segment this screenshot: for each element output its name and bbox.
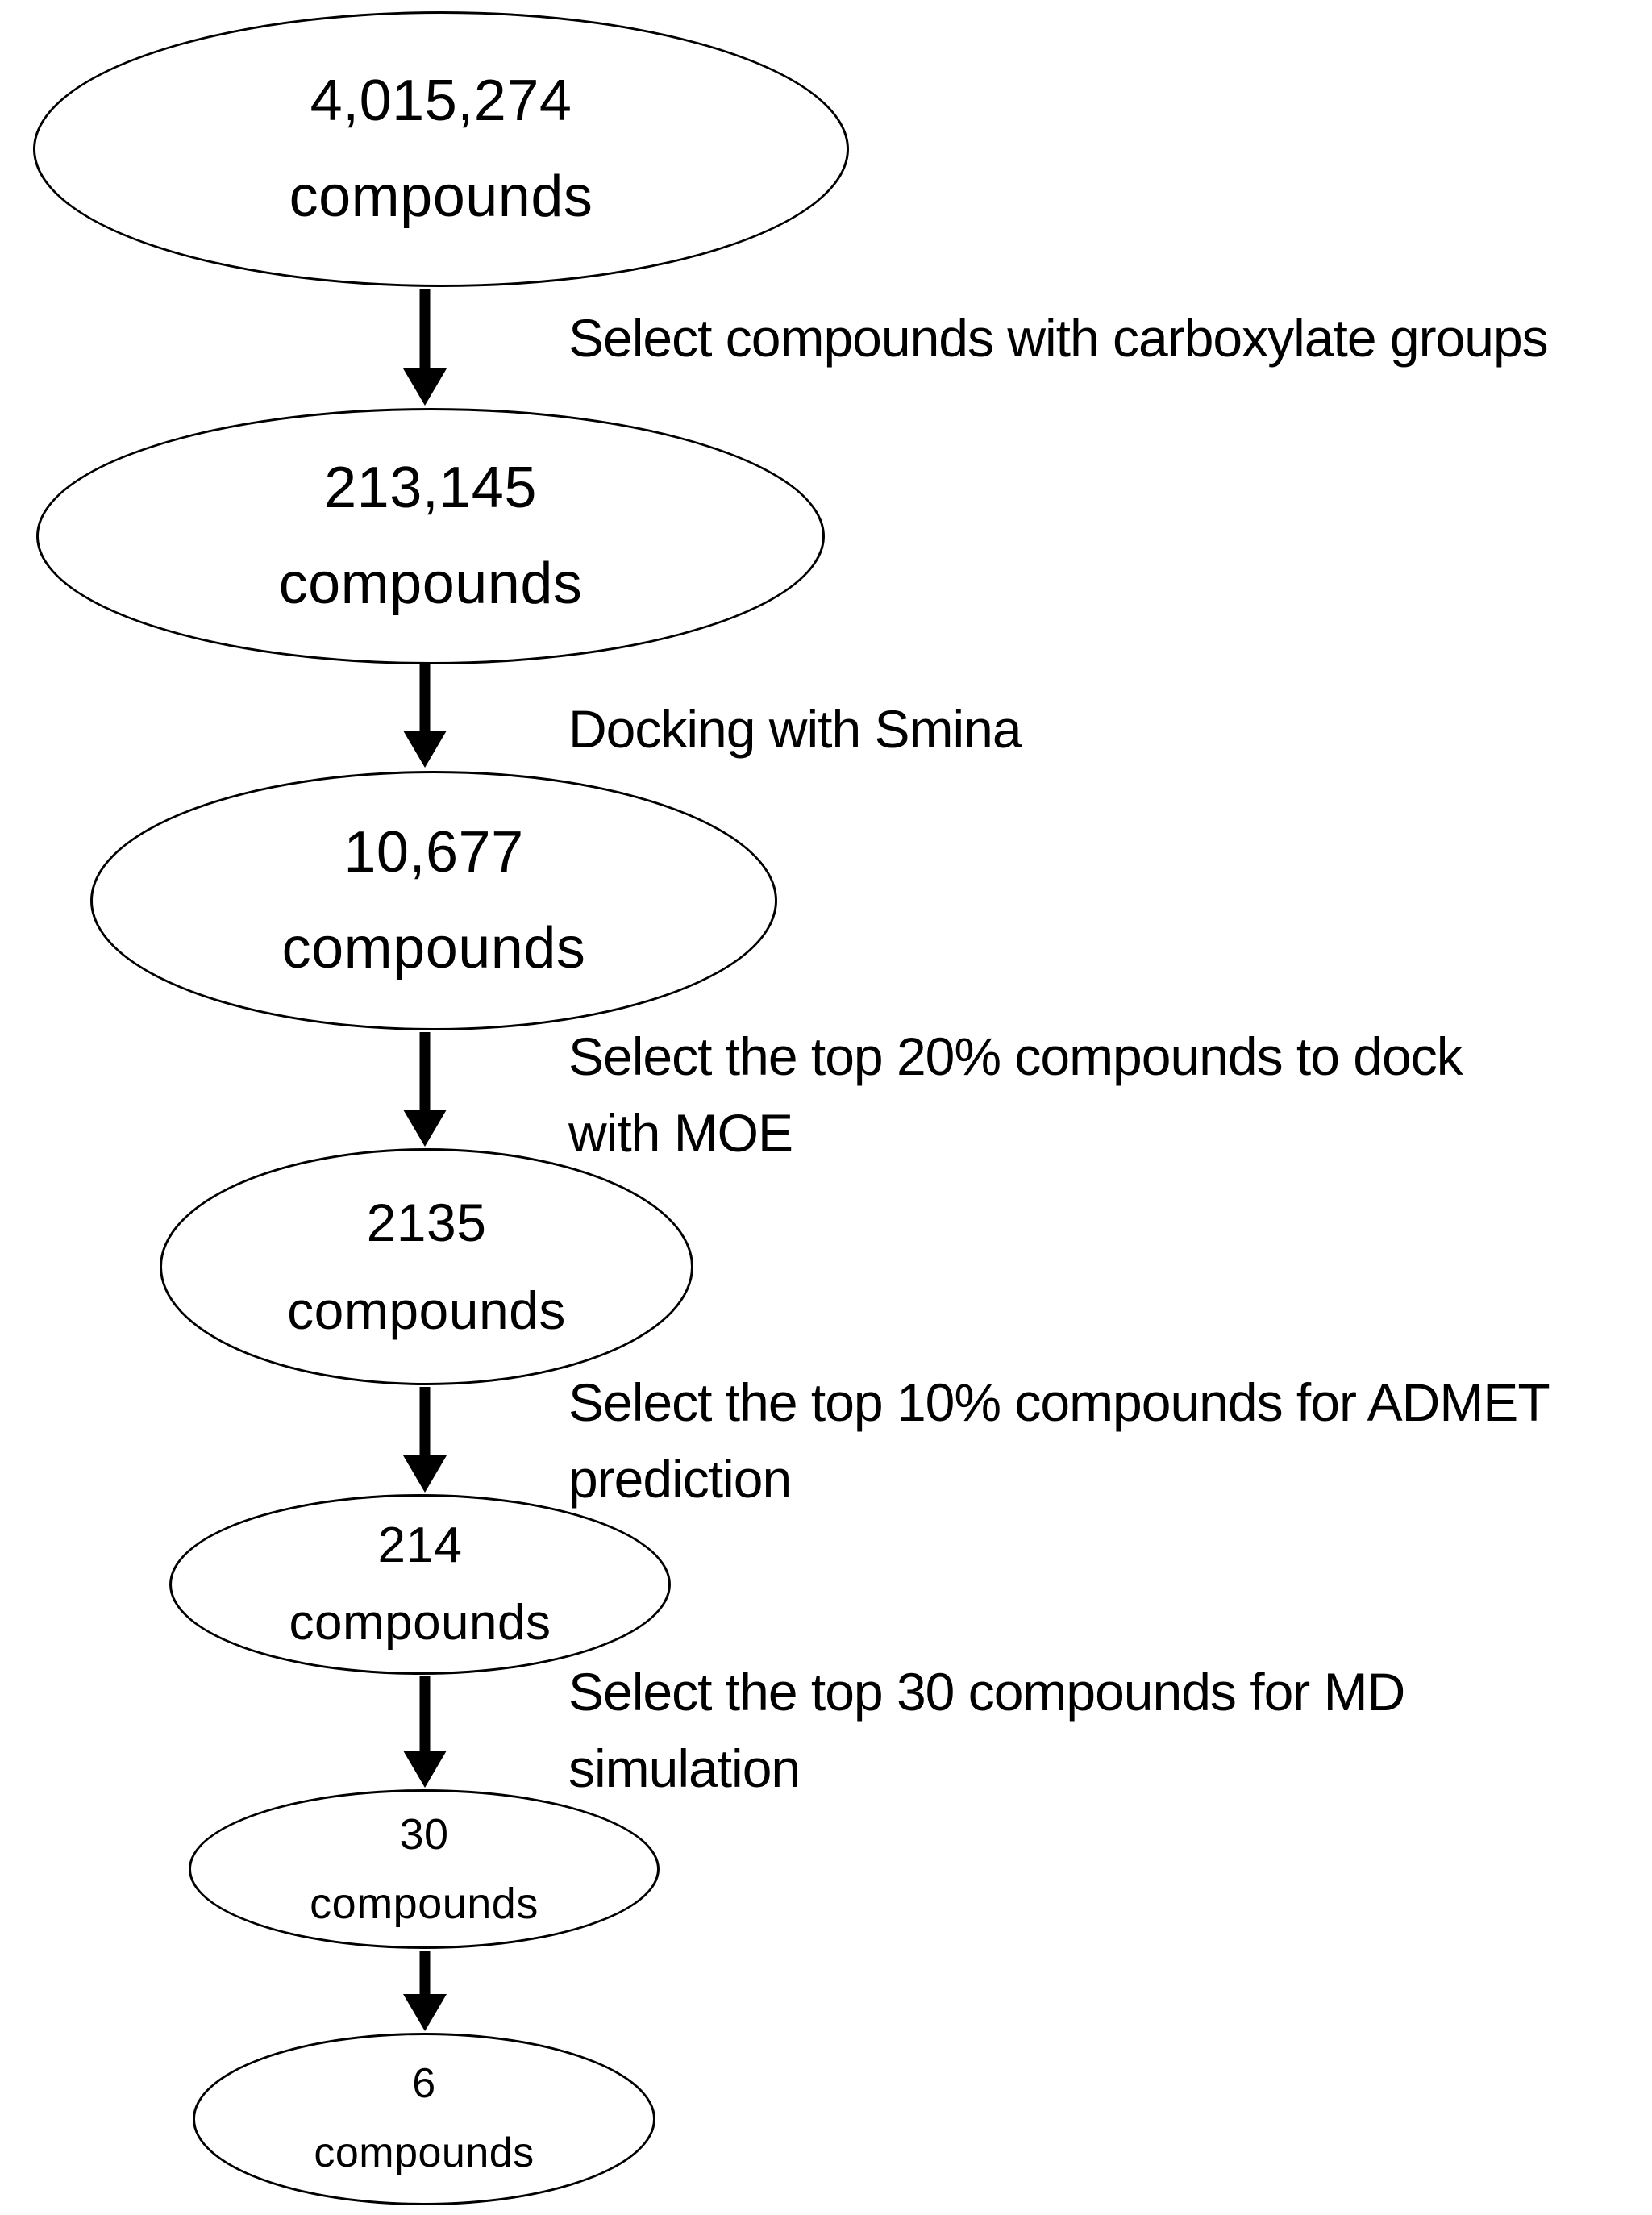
flow-arrow-4 — [403, 1387, 447, 1493]
flow-arrow-3 — [403, 1032, 447, 1147]
arrow-shaft — [419, 1951, 431, 1996]
edge-label-2-line-1: Docking with Smina — [568, 699, 1022, 759]
edge-label-2: Docking with Smina — [568, 691, 1022, 768]
edge-label-3-line-1: Select the top 20% compounds to dock — [568, 1026, 1463, 1086]
node-7-count: 6 — [412, 2060, 436, 2108]
arrow-shaft — [419, 664, 431, 732]
node-1-unit: compounds — [289, 164, 593, 229]
edge-label-5: Select the top 30 compounds for MD simul… — [568, 1654, 1405, 1807]
node-2-count: 213,145 — [324, 456, 537, 521]
edge-label-1-line-1: Select compounds with carboxylate groups — [568, 308, 1549, 368]
node-ellipse-7: 6 compounds — [193, 2033, 655, 2205]
node-ellipse-1: 4,015,274 compounds — [33, 11, 849, 287]
flow-arrow-1 — [403, 289, 447, 406]
node-6-unit: compounds — [310, 1880, 539, 1928]
arrow-shaft — [419, 1676, 431, 1752]
node-5-count: 214 — [377, 1517, 463, 1573]
edge-label-5-line-2: simulation — [568, 1738, 801, 1798]
node-ellipse-6: 30 compounds — [189, 1789, 660, 1949]
arrow-shaft — [419, 1387, 431, 1457]
arrow-head-down-icon — [403, 1751, 447, 1788]
arrow-head-down-icon — [403, 1455, 447, 1493]
node-7-unit: compounds — [314, 2130, 535, 2176]
node-2-unit: compounds — [278, 552, 583, 616]
node-5-unit: compounds — [289, 1595, 551, 1651]
node-ellipse-2: 213,145 compounds — [36, 408, 825, 664]
edge-label-4-line-1: Select the top 10% compounds for ADMET — [568, 1372, 1550, 1432]
edge-label-1: Select compounds with carboxylate groups — [568, 300, 1549, 377]
node-3-count: 10,677 — [343, 820, 524, 885]
node-6-count: 30 — [399, 1809, 449, 1859]
edge-label-5-line-1: Select the top 30 compounds for MD — [568, 1662, 1405, 1722]
flow-arrow-5 — [403, 1676, 447, 1788]
arrow-head-down-icon — [403, 731, 447, 768]
edge-label-3-line-2: with MOE — [568, 1103, 793, 1163]
edge-label-4: Select the top 10% compounds for ADMET p… — [568, 1364, 1550, 1518]
flow-arrow-6 — [403, 1951, 447, 2031]
arrow-head-down-icon — [403, 1110, 447, 1147]
arrow-head-down-icon — [403, 1994, 447, 2031]
arrow-head-down-icon — [403, 368, 447, 406]
flow-arrow-2 — [403, 664, 447, 768]
arrow-shaft — [419, 289, 431, 370]
node-ellipse-3: 10,677 compounds — [90, 771, 777, 1030]
node-3-unit: compounds — [281, 916, 586, 981]
node-1-count: 4,015,274 — [310, 69, 572, 134]
node-4-count: 2135 — [366, 1193, 487, 1253]
node-4-unit: compounds — [287, 1280, 566, 1340]
node-ellipse-4: 2135 compounds — [160, 1148, 693, 1385]
arrow-shaft — [419, 1032, 431, 1111]
edge-label-4-line-2: prediction — [568, 1449, 792, 1509]
edge-label-3: Select the top 20% compounds to dock wit… — [568, 1018, 1463, 1172]
node-ellipse-5: 214 compounds — [169, 1494, 671, 1675]
